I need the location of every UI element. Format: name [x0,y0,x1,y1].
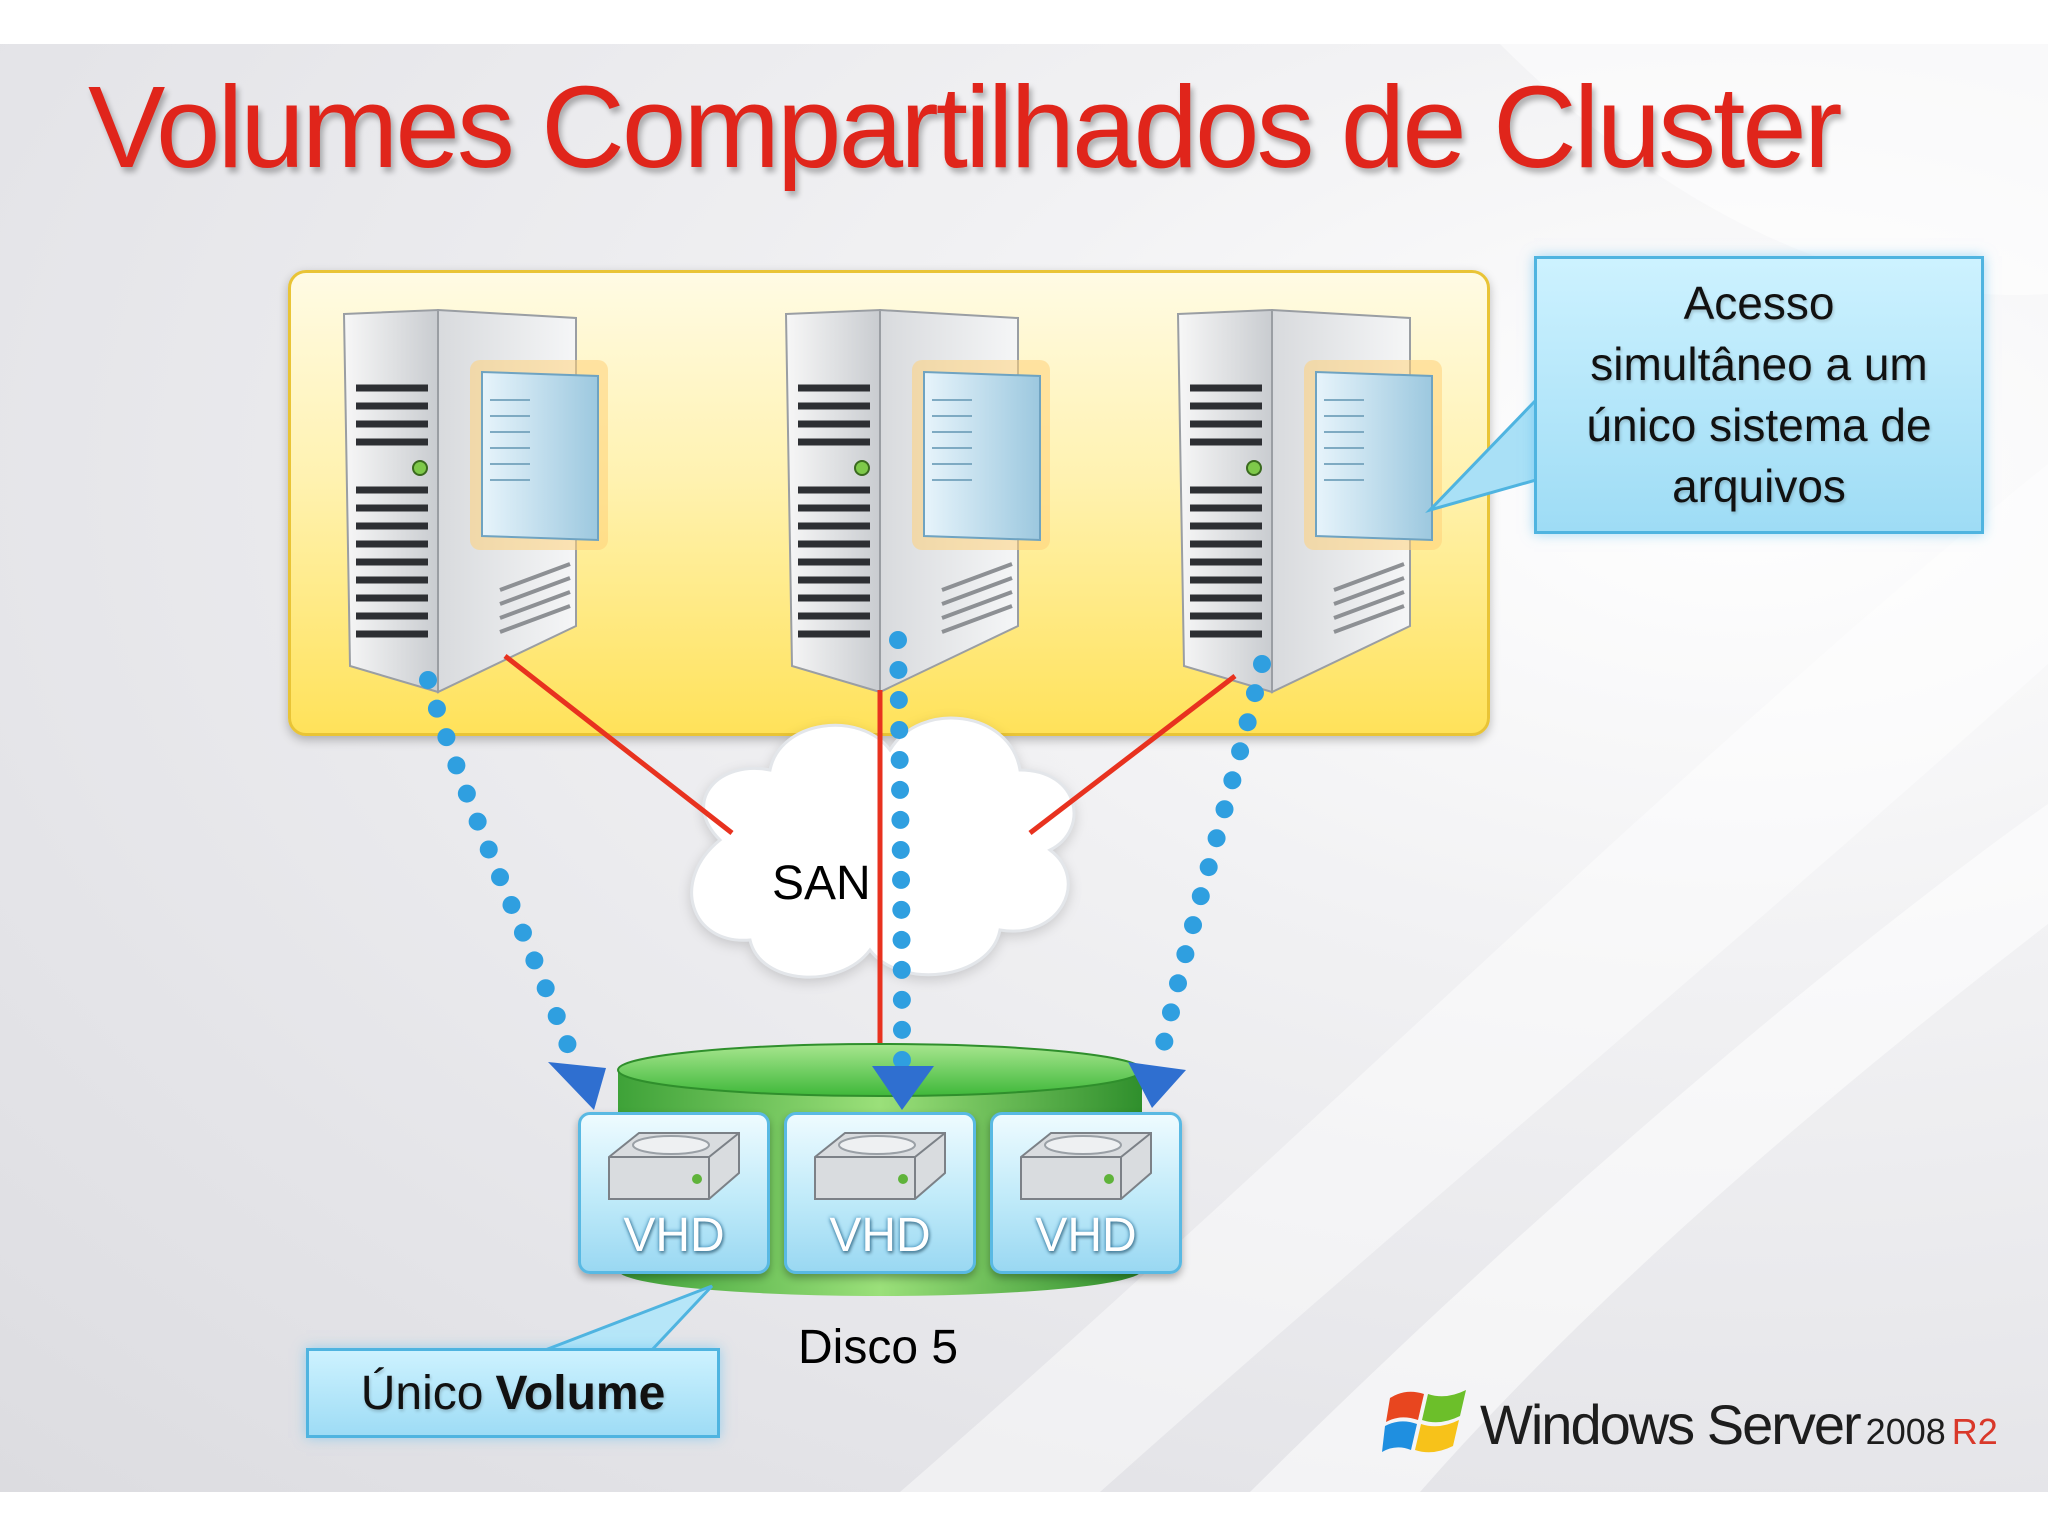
server-icon [784,308,1050,694]
callout-line: único sistema de [1586,399,1932,451]
callout-line: Acesso [1683,277,1835,329]
vhd-label: VHD [829,1209,931,1262]
product-year: 2008 [1865,1411,1946,1452]
vhd-drive: VHD [784,1112,976,1274]
server-icon [342,308,608,694]
vhd-drive: VHD [990,1112,1182,1274]
hard-drive-icon [1020,1132,1152,1200]
vhd-drive: VHD [578,1112,770,1274]
callout-volume-bold: Volume [495,1366,666,1420]
windows-flag-icon [1382,1390,1466,1453]
callout-single-volume: Único Volume [306,1348,720,1438]
callout-line: arquivos [1672,460,1846,512]
vhd-label: VHD [1035,1209,1137,1262]
callout-line: simultâneo a um [1590,338,1928,390]
product-edition: R2 [1951,1411,1998,1452]
server-icon [1176,308,1442,694]
disk-label: Disco 5 [798,1321,959,1374]
callout-volume-normal: Único [360,1366,484,1420]
slide-title: Volumes Compartilhados de Cluster [88,62,1842,192]
hard-drive-icon [608,1132,740,1200]
san-label: SAN [772,857,871,910]
product-name: Windows Server [1480,1393,1862,1456]
hard-drive-icon [814,1132,946,1200]
callout-simultaneous-access: Acesso simultâneo a um único sistema de … [1534,256,1984,534]
vhd-label: VHD [623,1209,725,1262]
background-swoosh [900,44,2048,1492]
